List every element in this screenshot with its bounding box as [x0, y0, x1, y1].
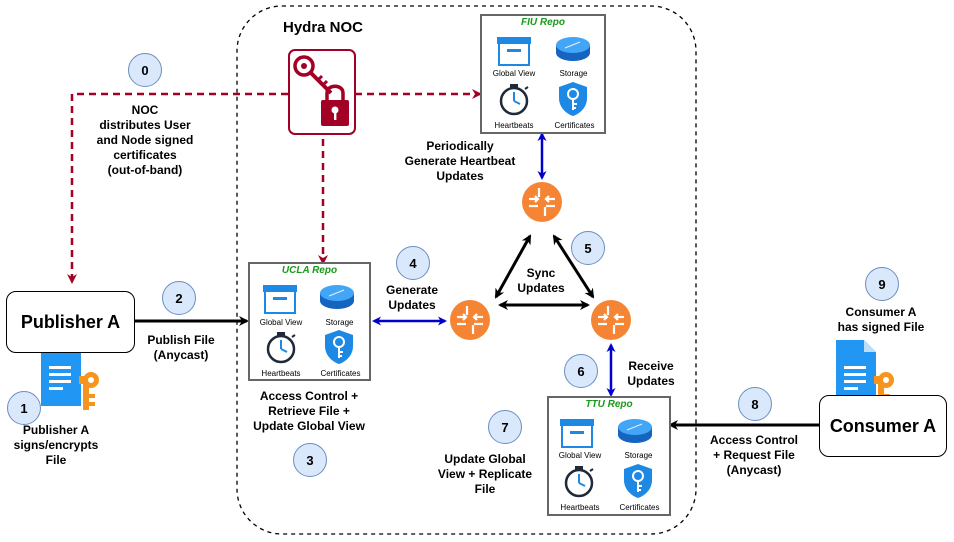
storage-caption: Storage [325, 318, 354, 327]
fiu-repo-title: FIU Repo [521, 17, 565, 28]
certificates-caption: Certificates [619, 503, 660, 512]
consumer-node[interactable]: Consumer A [819, 395, 947, 457]
heartbeats-caption: Heartbeats [494, 121, 534, 130]
ttu-repo-box [547, 396, 671, 516]
heartbeats-caption: Heartbeats [261, 369, 301, 378]
ttu-repo-title: TTU Repo [585, 399, 633, 410]
step-0-badge: 0 [128, 53, 162, 87]
noc-title: Hydra NOC [282, 19, 364, 36]
step-2-badge: 2 [162, 281, 196, 315]
storage-caption: Storage [624, 451, 653, 460]
certificates-caption: Certificates [554, 121, 595, 130]
step-7-badge: 7 [488, 410, 522, 444]
update-links [372, 132, 616, 397]
step-4-badge: 4 [396, 246, 430, 280]
ucla-repo-box [248, 262, 371, 381]
step-5-badge: 5 [571, 231, 605, 265]
noc-boundary [236, 5, 697, 535]
step-2-label: Publish File(Anycast) [147, 333, 215, 362]
global-view-icon [262, 284, 298, 314]
global-view-caption: Global View [558, 451, 602, 460]
router-icon [520, 180, 564, 224]
publisher-node[interactable]: Publisher A [6, 291, 135, 353]
step-3-label: Access Control +Retrieve File +Update Gl… [253, 389, 365, 433]
publisher-label: Publisher A [20, 312, 121, 332]
global-view-caption: Global View [259, 318, 303, 327]
certificates-caption: Certificates [320, 369, 361, 378]
ucla-repo-title: UCLA Repo [281, 265, 338, 276]
router-icon [448, 298, 492, 342]
storage-icon [555, 36, 591, 62]
heartbeats-caption: Heartbeats [560, 503, 600, 512]
sync-triangle [494, 234, 595, 310]
router-icon [589, 298, 633, 342]
global-view-icon [496, 36, 532, 66]
step-6-badge: 6 [564, 354, 598, 388]
noc-distribution-arrows [67, 89, 482, 284]
step-3-badge: 3 [293, 443, 327, 477]
step-1-badge: 1 [7, 391, 41, 425]
storage-icon [617, 418, 653, 444]
global-view-caption: Global View [492, 69, 536, 78]
global-view-icon [559, 418, 595, 448]
key-lock-icon [288, 49, 356, 135]
consumer-label: Consumer A [829, 416, 937, 436]
fiu-repo-box [480, 14, 606, 134]
step-8-badge: 8 [738, 387, 772, 421]
step-8-label: Access Control+ Request File(Anycast) [709, 433, 799, 477]
storage-icon [319, 284, 355, 310]
storage-caption: Storage [559, 69, 588, 78]
step-9-badge: 9 [865, 267, 899, 301]
